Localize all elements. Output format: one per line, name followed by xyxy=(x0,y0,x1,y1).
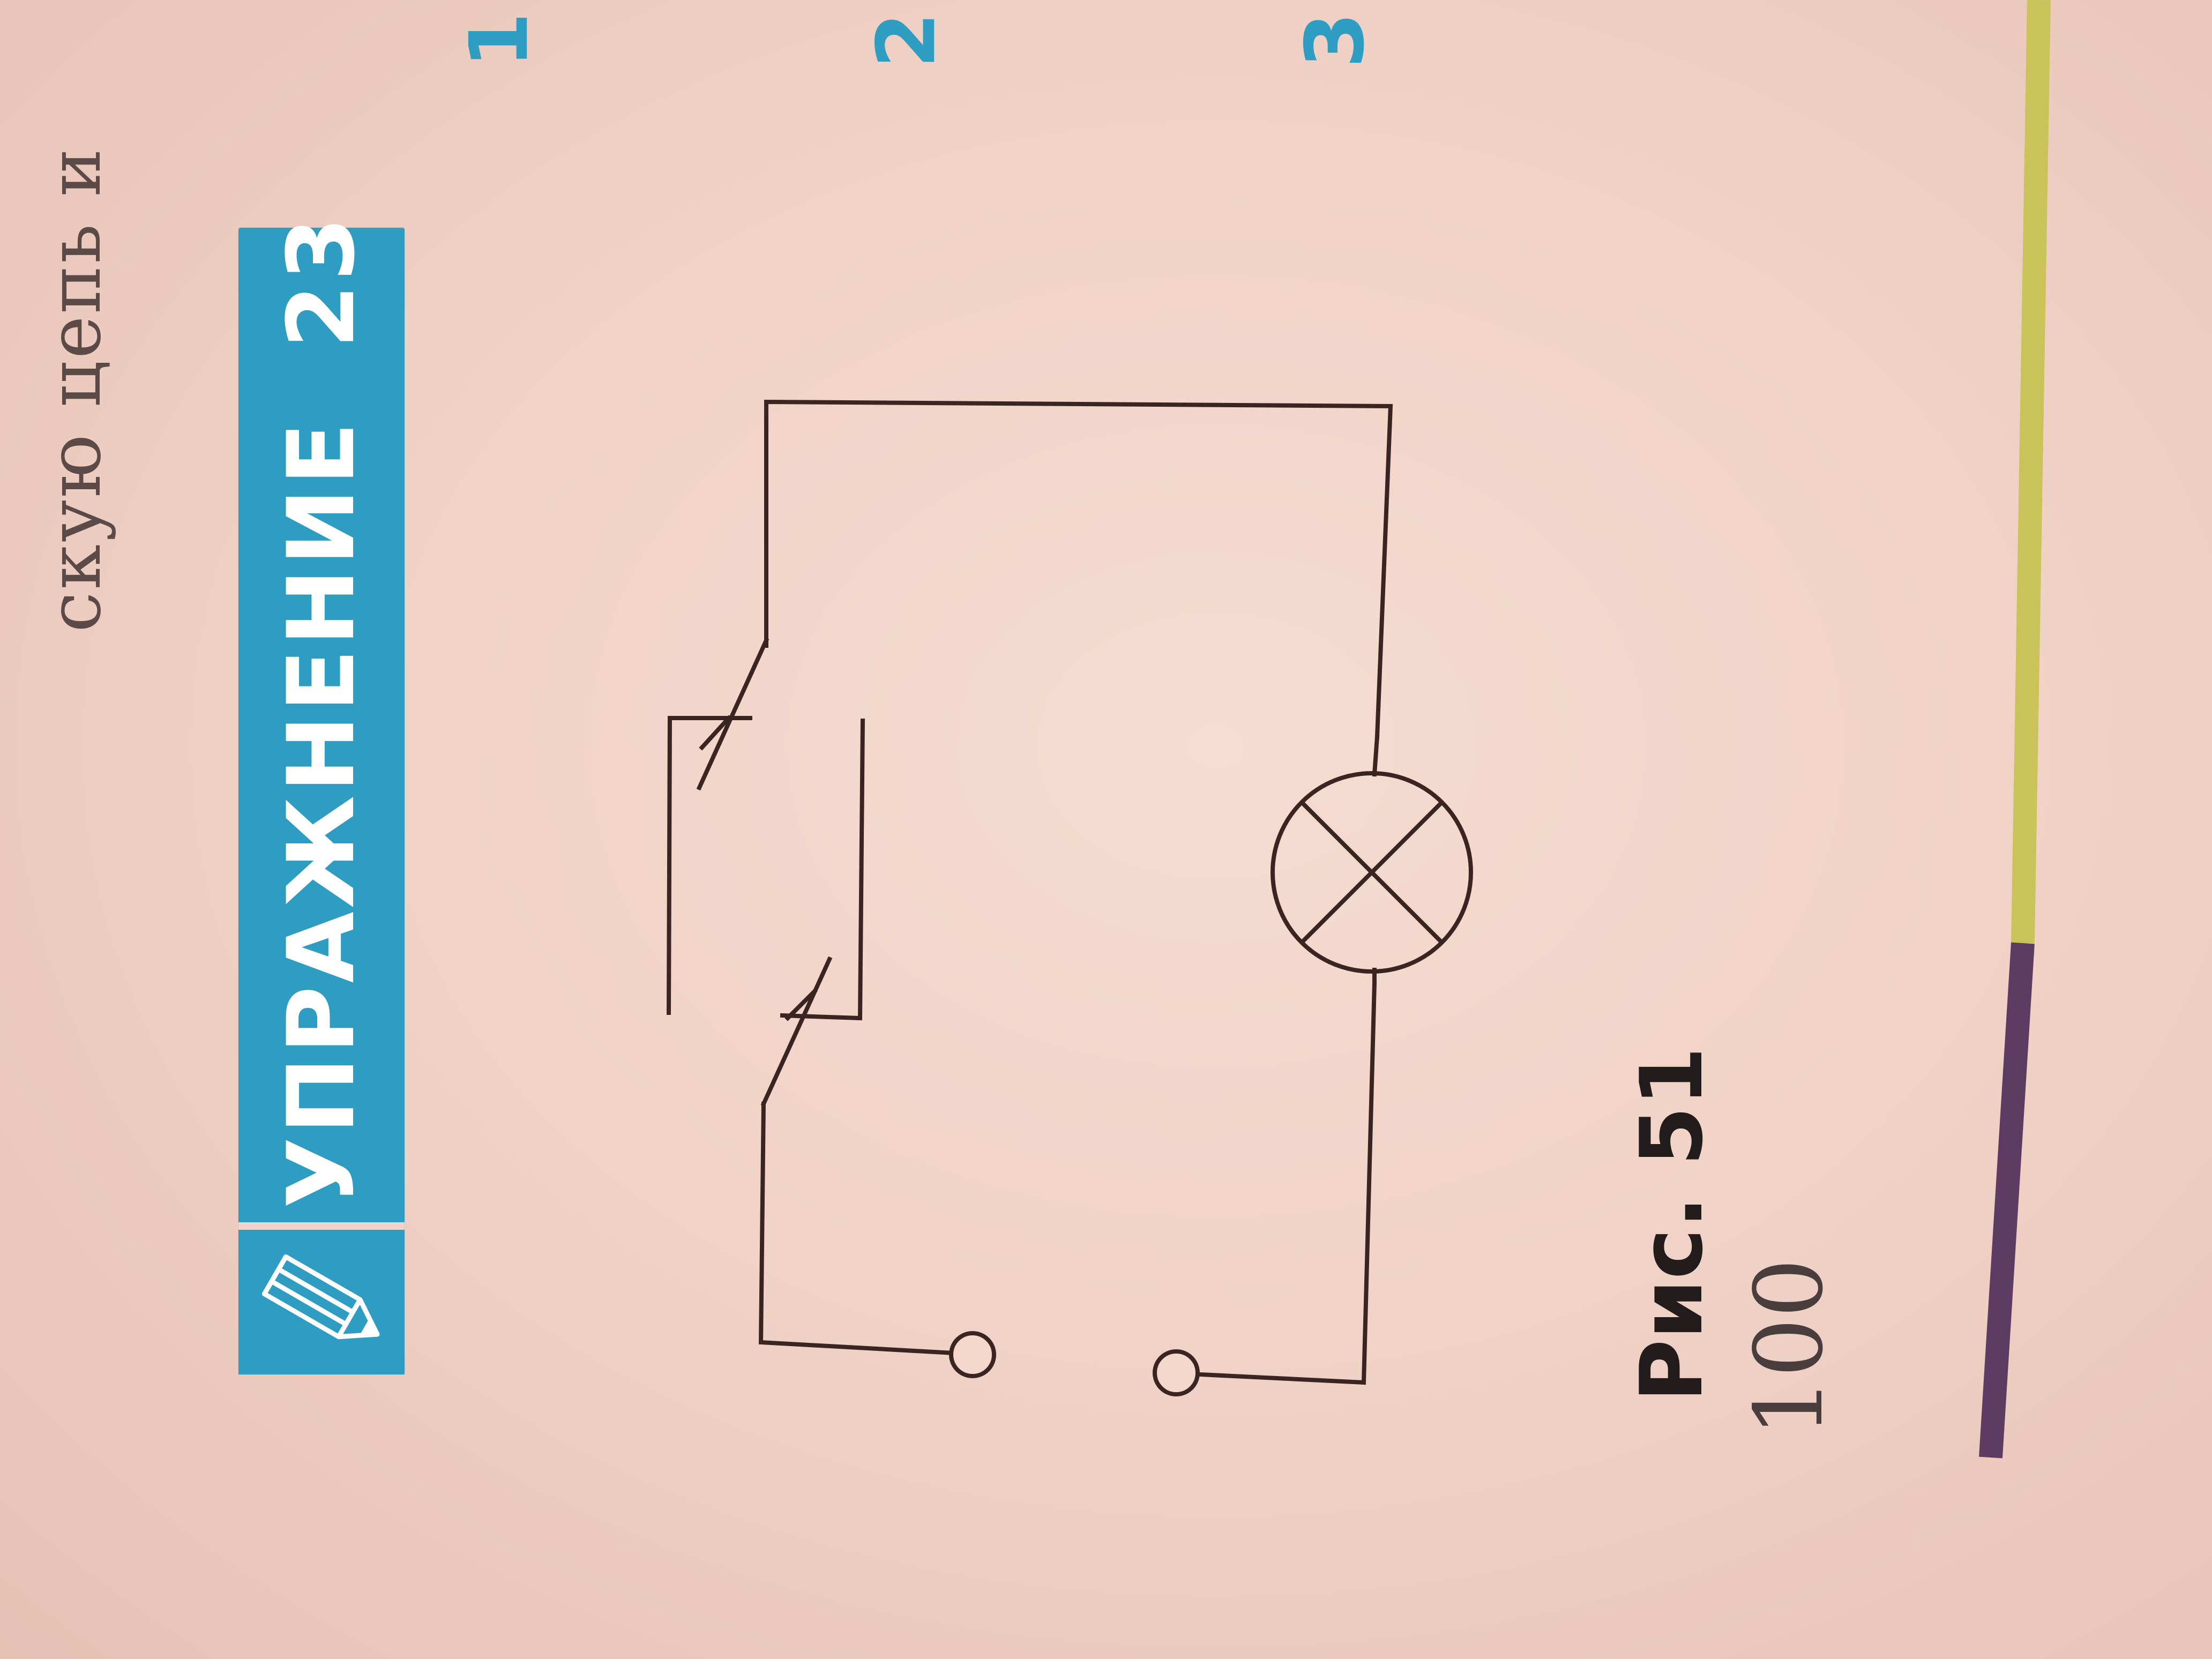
switch-1-tick xyxy=(699,715,732,751)
exercise-banner: УПРАЖНЕНИЕ 23 xyxy=(238,214,405,1374)
switch-2-tick xyxy=(784,988,818,1021)
wire-top xyxy=(764,399,1393,739)
switch-1-blade xyxy=(696,637,769,791)
wire-bottom-left xyxy=(758,1101,956,1356)
margin-color-bar xyxy=(1979,0,2051,1459)
wire-bottom-right xyxy=(1198,981,1377,1385)
switch-2-blade xyxy=(760,956,833,1107)
switch-1-contact xyxy=(666,716,752,1015)
pencil-icon xyxy=(238,1222,405,1374)
wire-lamp-top xyxy=(1372,734,1380,777)
terminal-right xyxy=(1153,1349,1200,1396)
lamp-symbol xyxy=(1271,771,1473,974)
terminal-left xyxy=(949,1331,996,1378)
switch-2-contact xyxy=(780,718,865,1021)
page-number: 100 xyxy=(1735,1258,1844,1438)
figure-caption: Рис. 51 xyxy=(1621,1047,1722,1402)
